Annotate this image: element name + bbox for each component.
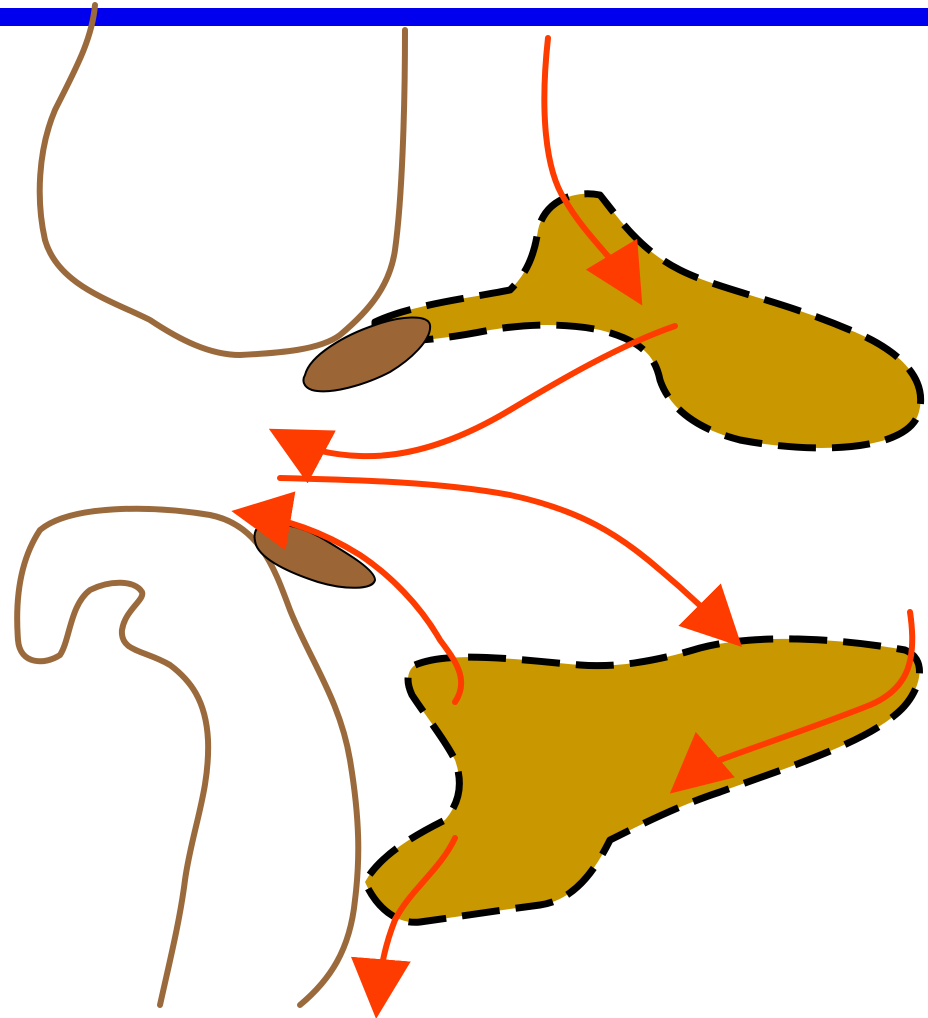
upper-small-organ [303,317,430,391]
upper-organ [375,194,921,448]
top-bar [0,8,928,26]
upper-outline [40,5,405,355]
lower-organ [365,639,919,922]
lower-outline [17,509,358,1005]
